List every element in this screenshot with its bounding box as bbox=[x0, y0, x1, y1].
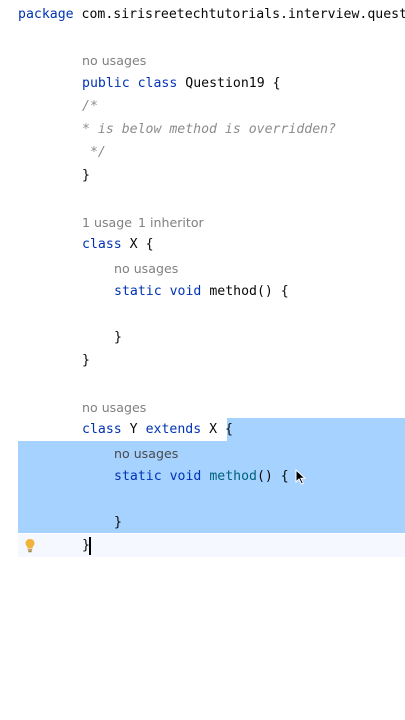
text-selection bbox=[227, 418, 405, 441]
code-line-close-class-y[interactable]: } bbox=[0, 534, 405, 557]
close-brace: } bbox=[82, 353, 90, 368]
code-line-comment-close[interactable]: */ bbox=[0, 141, 405, 164]
static-keyword: static bbox=[114, 469, 162, 484]
inlay-hint-line: no usages bbox=[0, 49, 405, 72]
usages-hint[interactable]: 1 usage bbox=[82, 215, 133, 230]
inlay-hint-line: no usages bbox=[0, 396, 405, 419]
code-line-close-method-y[interactable]: } bbox=[0, 511, 405, 534]
usages-hint[interactable]: no usages bbox=[82, 53, 147, 68]
class-keyword: class bbox=[82, 422, 122, 437]
comment-open: /* bbox=[82, 99, 98, 114]
close-brace: } bbox=[82, 538, 90, 553]
code-line-method-x[interactable]: static void method() { bbox=[0, 280, 405, 303]
comment-close: */ bbox=[82, 145, 106, 160]
close-brace: } bbox=[114, 330, 122, 345]
text-caret bbox=[89, 537, 91, 555]
class-name-y: Y bbox=[129, 422, 138, 437]
lightbulb-icon[interactable] bbox=[24, 538, 36, 553]
code-line-class-x[interactable]: class X { bbox=[0, 233, 405, 256]
code-line-close-class-x[interactable]: } bbox=[0, 349, 405, 372]
code-line-method-y[interactable]: static void method() { bbox=[0, 465, 405, 488]
class-name-x: X bbox=[129, 237, 138, 252]
mouse-pointer-icon bbox=[295, 469, 307, 485]
class-name-question19: Question19 bbox=[185, 76, 265, 91]
method-parens: () { bbox=[256, 284, 289, 299]
close-brace: } bbox=[82, 168, 90, 183]
code-line-package[interactable]: package com.sirisreetechtutorials.interv… bbox=[0, 3, 405, 26]
package-name: com.sirisreetechtutorials.interview.ques… bbox=[81, 7, 405, 22]
code-line-close-method-x[interactable]: } bbox=[0, 326, 405, 349]
text-selection bbox=[18, 441, 405, 533]
comment-body: * is below method is overridden? bbox=[82, 122, 337, 137]
usages-hint[interactable]: no usages bbox=[114, 446, 179, 461]
method-name-highlighted: method bbox=[209, 469, 257, 484]
usages-hint[interactable]: no usages bbox=[82, 400, 147, 415]
static-keyword: static bbox=[114, 284, 162, 299]
superclass-name-x: X bbox=[209, 422, 218, 437]
code-line-class-y[interactable]: class Y extends X { bbox=[0, 418, 405, 441]
open-brace: { bbox=[145, 237, 154, 252]
code-line-comment-open[interactable]: /* bbox=[0, 95, 405, 118]
class-keyword: class bbox=[82, 237, 122, 252]
method-parens: () { bbox=[256, 469, 289, 484]
inlay-hint-line: no usages bbox=[0, 257, 405, 280]
code-line-comment-body[interactable]: * is below method is overridden? bbox=[0, 118, 405, 141]
package-keyword: package bbox=[18, 7, 74, 22]
code-line-close-question19[interactable]: } bbox=[0, 164, 405, 187]
void-keyword: void bbox=[169, 469, 202, 484]
class-keyword: class bbox=[137, 76, 178, 91]
extends-keyword: extends bbox=[145, 422, 202, 437]
open-brace: { bbox=[272, 76, 281, 91]
usages-hint[interactable]: no usages bbox=[114, 261, 179, 276]
inheritors-hint[interactable]: 1 inheritor bbox=[138, 215, 204, 230]
void-keyword: void bbox=[169, 284, 202, 299]
inlay-hint-line: 1 usage 1 inheritor bbox=[0, 211, 405, 234]
code-line-class-question19[interactable]: public class Question19 { bbox=[0, 72, 405, 95]
close-brace: } bbox=[114, 515, 122, 530]
inlay-hint-line: no usages bbox=[0, 442, 405, 465]
public-keyword: public bbox=[82, 76, 130, 91]
current-line-highlight bbox=[18, 534, 405, 557]
method-name: method bbox=[209, 284, 257, 299]
open-brace: { bbox=[225, 422, 233, 437]
